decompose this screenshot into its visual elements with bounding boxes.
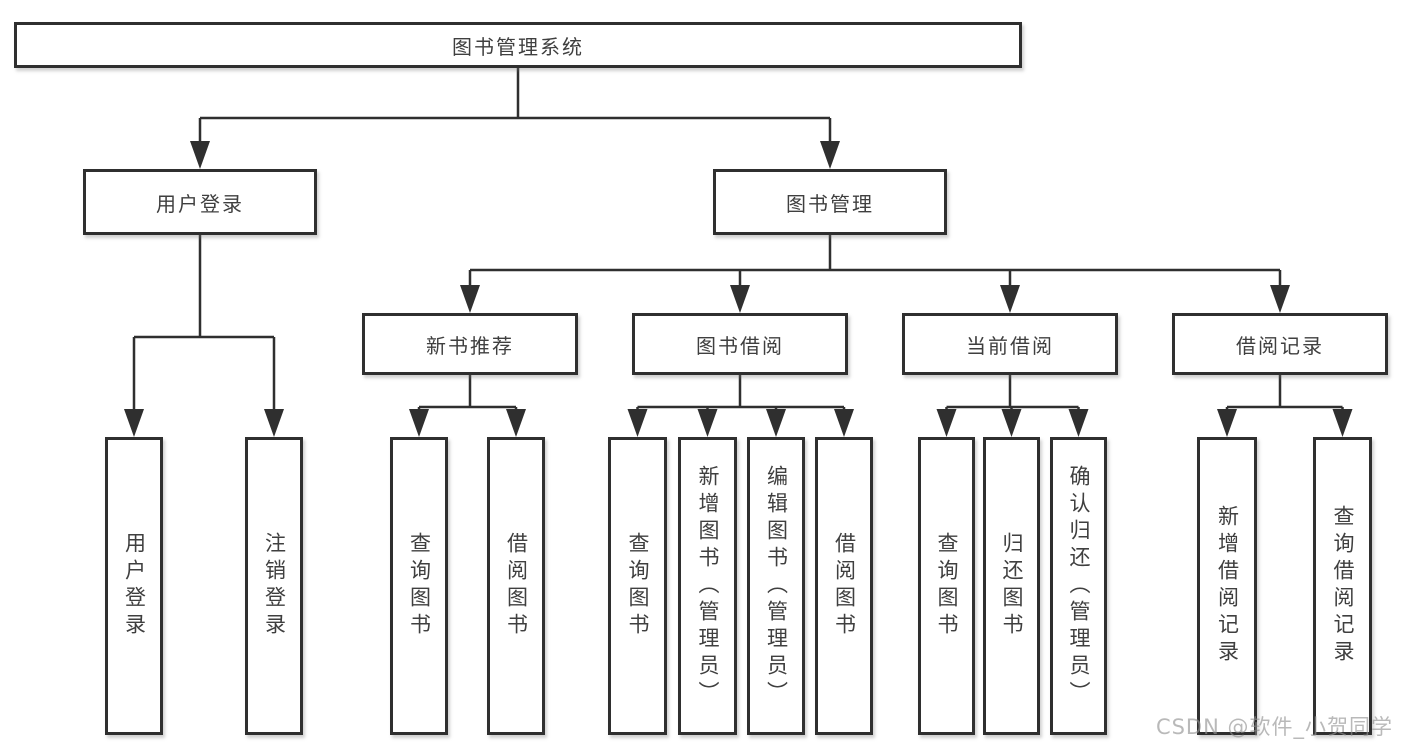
node-current-borrowing: 当前借阅 [902, 313, 1118, 375]
leaf-confirm-return-admin-label: 确认归还（管理员） [1067, 464, 1091, 708]
leaf-query-borrow-record: 查询借阅记录 [1313, 437, 1372, 735]
node-borrowing-records-label: 借阅记录 [1236, 333, 1324, 358]
leaf-user-login: 用户登录 [105, 437, 163, 735]
leaf-add-borrow-record-label: 新增借阅记录 [1215, 505, 1240, 667]
leaf-query-book-borrowing-label: 查询图书 [626, 532, 650, 640]
arrowheads [124, 141, 1353, 437]
leaf-add-book-admin: 新增图书（管理员） [678, 437, 737, 735]
leaf-add-book-admin-label: 新增图书（管理员） [696, 464, 720, 708]
leaf-logout: 注销登录 [245, 437, 303, 735]
leaf-query-book-recommend-label: 查询图书 [407, 532, 432, 640]
leaf-borrow-book: 借阅图书 [815, 437, 873, 735]
node-new-book-recommend: 新书推荐 [362, 313, 578, 375]
leaf-return-book: 归还图书 [983, 437, 1040, 735]
node-user-login-label: 用户登录 [156, 191, 244, 216]
leaf-borrow-book-label: 借阅图书 [832, 532, 857, 640]
leaf-return-book-label: 归还图书 [1000, 532, 1024, 640]
node-borrowing-records: 借阅记录 [1172, 313, 1388, 375]
leaf-borrow-book-recommend-label: 借阅图书 [504, 532, 529, 640]
csdn-watermark: CSDN @软件_小贺同学 [1155, 715, 1393, 739]
leaf-confirm-return-admin: 确认归还（管理员） [1050, 437, 1107, 735]
leaf-query-book-borrowing: 查询图书 [608, 437, 667, 735]
leaf-query-book-current: 查询图书 [918, 437, 975, 735]
leaf-edit-book-admin: 编辑图书（管理员） [747, 437, 805, 735]
leaf-edit-book-admin-label: 编辑图书（管理员） [764, 464, 789, 708]
leaf-query-borrow-record-label: 查询借阅记录 [1331, 505, 1355, 667]
node-book-borrowing-label: 图书借阅 [696, 333, 784, 358]
leaf-add-borrow-record: 新增借阅记录 [1197, 437, 1257, 735]
node-book-management: 图书管理 [713, 169, 947, 235]
leaf-query-book-current-label: 查询图书 [935, 532, 959, 640]
node-book-borrowing: 图书借阅 [632, 313, 848, 375]
leaf-borrow-book-recommend: 借阅图书 [487, 437, 545, 735]
leaf-user-login-label: 用户登录 [122, 532, 147, 640]
node-new-book-recommend-label: 新书推荐 [426, 333, 514, 358]
node-root: 图书管理系统 [14, 22, 1022, 68]
node-current-borrowing-label: 当前借阅 [966, 333, 1054, 358]
node-root-label: 图书管理系统 [452, 34, 584, 59]
node-user-login: 用户登录 [83, 169, 317, 235]
leaf-query-book-recommend: 查询图书 [390, 437, 448, 735]
leaf-logout-label: 注销登录 [262, 532, 287, 640]
node-book-management-label: 图书管理 [786, 191, 874, 216]
